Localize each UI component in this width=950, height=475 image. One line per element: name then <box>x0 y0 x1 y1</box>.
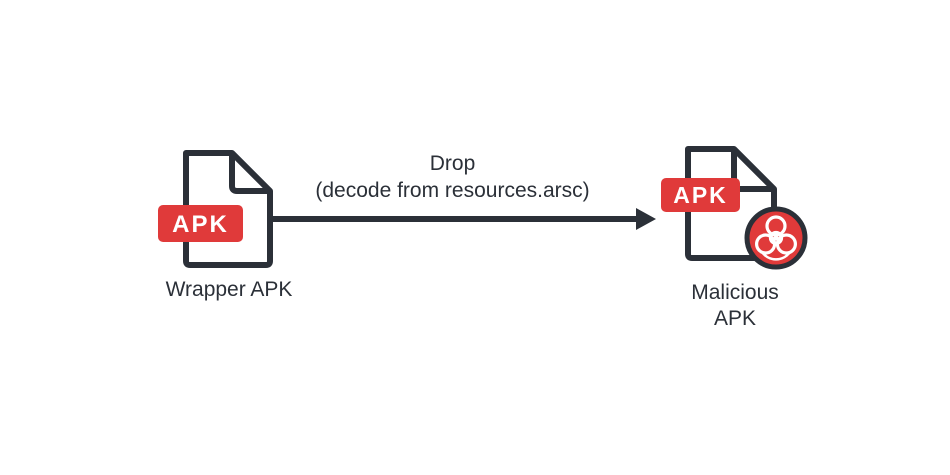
malicious-apk-label: Malicious APK <box>650 280 820 332</box>
wrapper-apk-label: Wrapper APK <box>165 278 293 301</box>
edge-label-line1: Drop <box>429 152 476 175</box>
drop-edge-label: Drop (decode from resources.arsc) <box>290 150 615 204</box>
apk-badge-text: APK <box>172 211 229 238</box>
apk-badge <box>661 178 740 212</box>
edge-label-line2: (decode from resources.arsc) <box>315 179 590 202</box>
malicious-apk-label-line2: APK <box>713 307 757 330</box>
apk-badge <box>158 205 243 242</box>
wrapper-apk-file-icon: APK <box>158 150 273 268</box>
apk-badge-text: APK <box>673 182 728 208</box>
malicious-apk-file-icon: APK <box>661 146 808 270</box>
biohazard-icon <box>744 206 808 270</box>
arrow-head-icon <box>636 208 656 230</box>
malicious-apk-label-line1: Malicious <box>691 281 779 304</box>
